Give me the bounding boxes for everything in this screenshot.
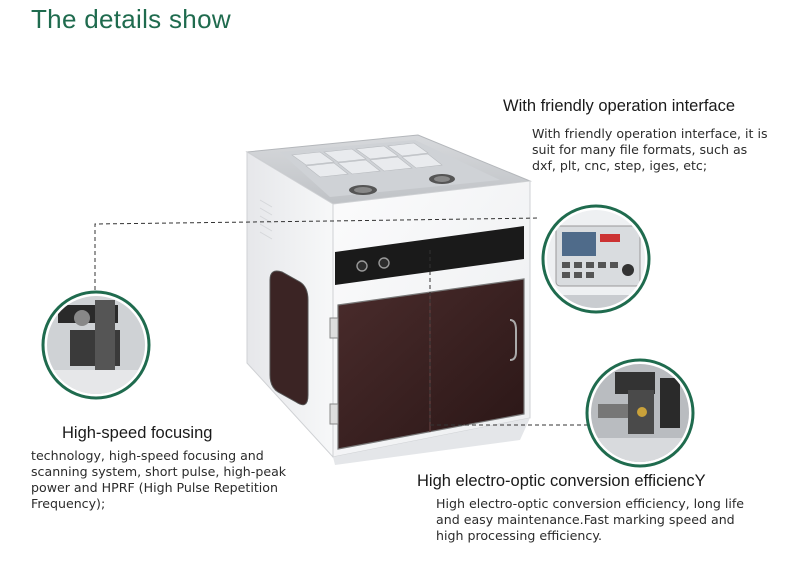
leader-line-focusing <box>94 220 331 297</box>
feature-title-interface: With friendly operation interface <box>503 97 736 115</box>
focusing-module-detail-icon <box>41 290 151 400</box>
page-title: The details show <box>31 4 231 34</box>
laser-source-detail-icon <box>585 358 695 468</box>
leader-line-conversion <box>429 250 590 426</box>
feature-text-conversion: High electro-optic conversion efficiency… <box>436 496 745 543</box>
feature-text-focusing: technology, high-speed focusing and scan… <box>31 448 287 511</box>
feature-title-conversion: High electro-optic conversion efficiencY <box>417 472 706 490</box>
feature-title-focusing: High-speed focusing <box>62 424 213 442</box>
leader-line-interface <box>329 217 541 222</box>
control-panel-detail-icon <box>541 204 651 314</box>
laser-engraving-machine <box>245 134 532 465</box>
feature-text-interface: With friendly operation interface, it is… <box>532 126 768 173</box>
